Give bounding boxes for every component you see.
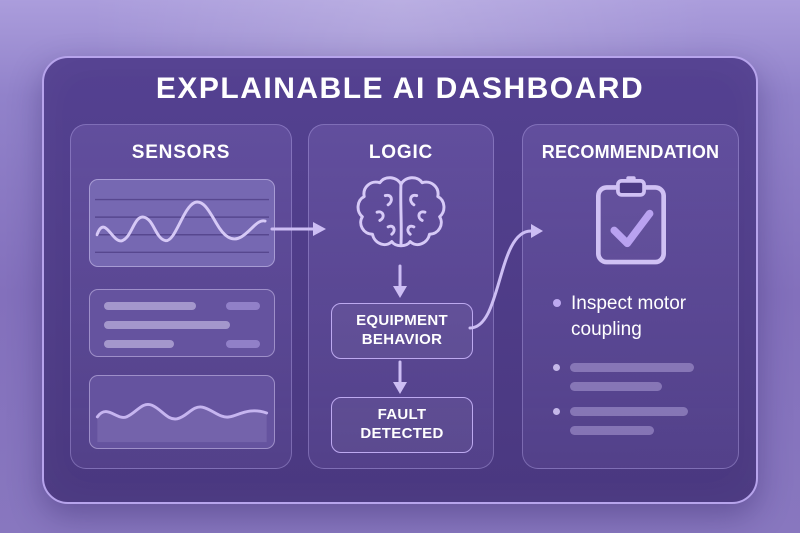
line-chart-icon <box>95 198 269 254</box>
bullet-dot-icon <box>553 299 561 307</box>
equipment-behavior-box: EQUIPMENT BEHAVIOR <box>331 303 473 359</box>
recommendation-item: Inspect motor coupling <box>553 291 721 342</box>
bullet-dot-icon <box>553 408 560 415</box>
recommendation-header: RECOMMENDATION <box>541 142 720 162</box>
placeholder-row <box>570 426 688 435</box>
bullet-dot-icon <box>553 364 560 371</box>
placeholder-row <box>570 382 694 391</box>
placeholder-row <box>553 407 688 416</box>
placeholder-line <box>226 302 260 310</box>
sensors-header: SENSORS <box>131 142 231 163</box>
placeholder-line <box>570 363 694 372</box>
placeholder-line <box>570 426 654 435</box>
logic-panel: LOGIC EQUIPMENT BEHAVIOR FAU <box>308 124 494 469</box>
page-title: EXPLAINABLE AI DASHBOARD <box>155 72 645 105</box>
sensors-panel: SENSORS <box>70 124 292 469</box>
placeholder-row <box>104 302 260 310</box>
recommendation-panel: RECOMMENDATION Inspect motor coupling <box>522 124 739 469</box>
recommendation-placeholder-group <box>553 363 694 391</box>
sensor-area-chart-card <box>89 375 275 449</box>
placeholder-line <box>570 382 662 391</box>
recommendation-text: Inspect motor coupling <box>571 293 687 340</box>
placeholder-line <box>104 302 196 310</box>
logic-header: LOGIC <box>368 142 434 163</box>
dashboard-frame: EXPLAINABLE AI DASHBOARD SENSORS <box>42 56 758 504</box>
placeholder-row <box>104 321 260 329</box>
placeholder-line <box>104 340 174 348</box>
sensor-line-chart-card <box>89 179 275 267</box>
sensor-readings-card <box>89 289 275 357</box>
placeholder-row <box>104 340 260 348</box>
clipboard-check-icon <box>589 173 673 274</box>
area-chart-icon <box>95 402 269 443</box>
placeholder-row <box>553 363 694 372</box>
placeholder-line <box>570 407 688 416</box>
brain-icon <box>355 171 447 262</box>
recommendation-placeholder-group <box>553 407 688 435</box>
placeholder-line <box>226 340 260 348</box>
placeholder-line <box>104 321 230 329</box>
fault-detected-box: FAULT DETECTED <box>331 397 473 453</box>
